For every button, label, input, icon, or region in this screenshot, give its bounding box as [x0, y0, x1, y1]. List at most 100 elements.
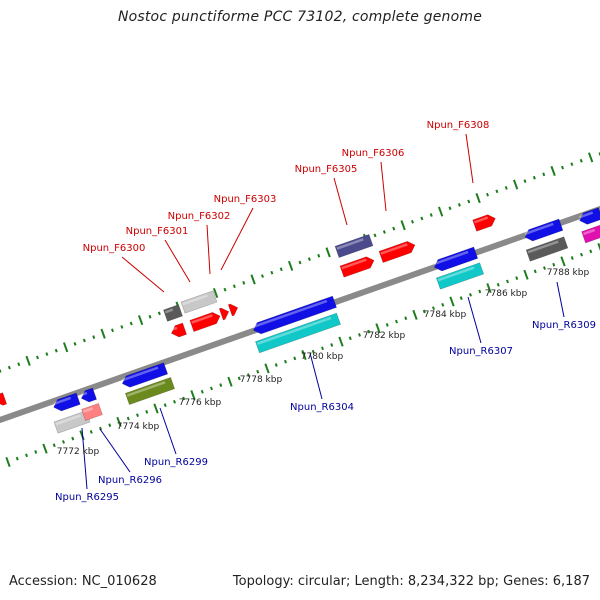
- scale-tick: [570, 256, 574, 260]
- scale-tick: [395, 319, 398, 324]
- scale-tick: [36, 355, 39, 360]
- forward-gene-label: Npun_F6301: [126, 226, 189, 237]
- scale-tick: [163, 403, 167, 408]
- gene-glyph: [524, 218, 564, 242]
- gene-glyph: [581, 224, 600, 244]
- gene-glyph: [579, 207, 600, 225]
- scale-tick: [317, 253, 321, 258]
- scale-tick: [54, 348, 58, 353]
- scale-label: 7776 kbp: [179, 398, 222, 408]
- scale-tick: [570, 162, 574, 167]
- scale-tick: [467, 199, 471, 204]
- scale-tick: [504, 186, 508, 190]
- scale-tick: [52, 443, 56, 448]
- scale-tick: [274, 363, 278, 367]
- scale-tick: [457, 203, 461, 207]
- scale-tick: [212, 287, 219, 299]
- scale-tick: [358, 333, 361, 337]
- gene-glyph: [435, 262, 485, 290]
- scale-tick: [449, 296, 455, 307]
- scale-tick: [293, 356, 297, 361]
- forward-gene-label: Npun_F6306: [342, 148, 405, 159]
- scale-tick: [552, 262, 556, 267]
- scale-tick: [506, 279, 509, 284]
- forward-gene-label: Npun_F6303: [214, 194, 277, 205]
- scale-label: 7778 kbp: [240, 375, 283, 385]
- scale-tick: [242, 280, 246, 285]
- genome-stats-text: Topology: circular; Length: 8,234,322 bp…: [232, 574, 590, 589]
- scale-tick: [561, 165, 564, 170]
- scale-tick: [307, 257, 311, 261]
- gene-glyph: [525, 236, 569, 262]
- scale-tick: [515, 276, 519, 280]
- scale-tick: [420, 216, 424, 221]
- scale-tick: [486, 192, 489, 197]
- gene-glyph: [433, 246, 479, 272]
- scale-tick: [247, 373, 250, 377]
- scale-tick: [512, 179, 519, 190]
- scale-tick: [42, 443, 48, 454]
- gene-glyph: [80, 387, 97, 403]
- scale-tick: [404, 316, 408, 321]
- scale-tick: [532, 175, 536, 180]
- accession-text: Accession: NC_010628: [9, 574, 157, 589]
- scale-tick: [7, 365, 11, 370]
- scale-tick: [411, 219, 414, 224]
- scale-tick: [375, 323, 381, 334]
- reverse-gene-label: Npun_R6299: [144, 457, 208, 468]
- scale-tick: [223, 287, 227, 292]
- scale-tick: [298, 260, 302, 265]
- gene-glyph: [227, 303, 239, 317]
- scale-tick: [432, 306, 435, 311]
- reverse-gene-label: Npun_R6307: [449, 346, 513, 357]
- scale-tick: [25, 355, 31, 366]
- leader-line: [220, 207, 254, 271]
- leader-line: [121, 256, 165, 293]
- scale-tick: [441, 302, 445, 307]
- scale-tick: [338, 336, 344, 347]
- leader-line: [465, 133, 474, 184]
- scale-tick: [148, 314, 152, 319]
- scale-tick: [62, 342, 69, 353]
- scale-tick: [301, 349, 307, 361]
- gene-glyph: [163, 304, 183, 322]
- scale-tick: [82, 338, 86, 343]
- gene-glyph: [189, 312, 221, 333]
- scale-tick: [264, 363, 270, 374]
- scale-tick: [15, 456, 19, 461]
- scale-tick: [373, 233, 377, 238]
- forward-gene-label: Npun_F6305: [295, 164, 358, 175]
- gene-glyph: [121, 362, 169, 388]
- scale-tick: [100, 328, 106, 339]
- gene-glyph: [53, 392, 81, 412]
- scale-tick: [478, 289, 482, 294]
- scale-tick: [89, 430, 93, 434]
- scale-tick: [0, 369, 2, 373]
- gene-glyph: [180, 290, 218, 314]
- gene-glyph: [252, 295, 337, 335]
- scale-tick: [311, 349, 315, 354]
- gene-glyph: [334, 233, 374, 259]
- scale-tick: [126, 416, 130, 421]
- reverse-gene-label: Npun_R6309: [532, 320, 596, 331]
- scale-tick: [284, 359, 287, 364]
- scale-tick: [382, 230, 386, 234]
- scale-tick: [279, 267, 283, 272]
- scale-label: 7782 kbp: [363, 331, 406, 341]
- scale-tick: [448, 206, 452, 211]
- scale-tick: [5, 456, 11, 468]
- scale-tick: [589, 249, 593, 254]
- scale-tick: [429, 213, 433, 217]
- scale-tick: [173, 399, 176, 404]
- scale-tick: [145, 409, 149, 414]
- gene-glyph: [255, 312, 341, 354]
- leader-line: [206, 224, 211, 275]
- scale-tick: [579, 158, 583, 163]
- scale-tick: [250, 274, 256, 285]
- scale-tick: [182, 396, 186, 401]
- scale-tick: [392, 226, 396, 231]
- scale-tick: [120, 325, 124, 329]
- gene-features: [0, 207, 600, 434]
- leader-line: [164, 239, 191, 283]
